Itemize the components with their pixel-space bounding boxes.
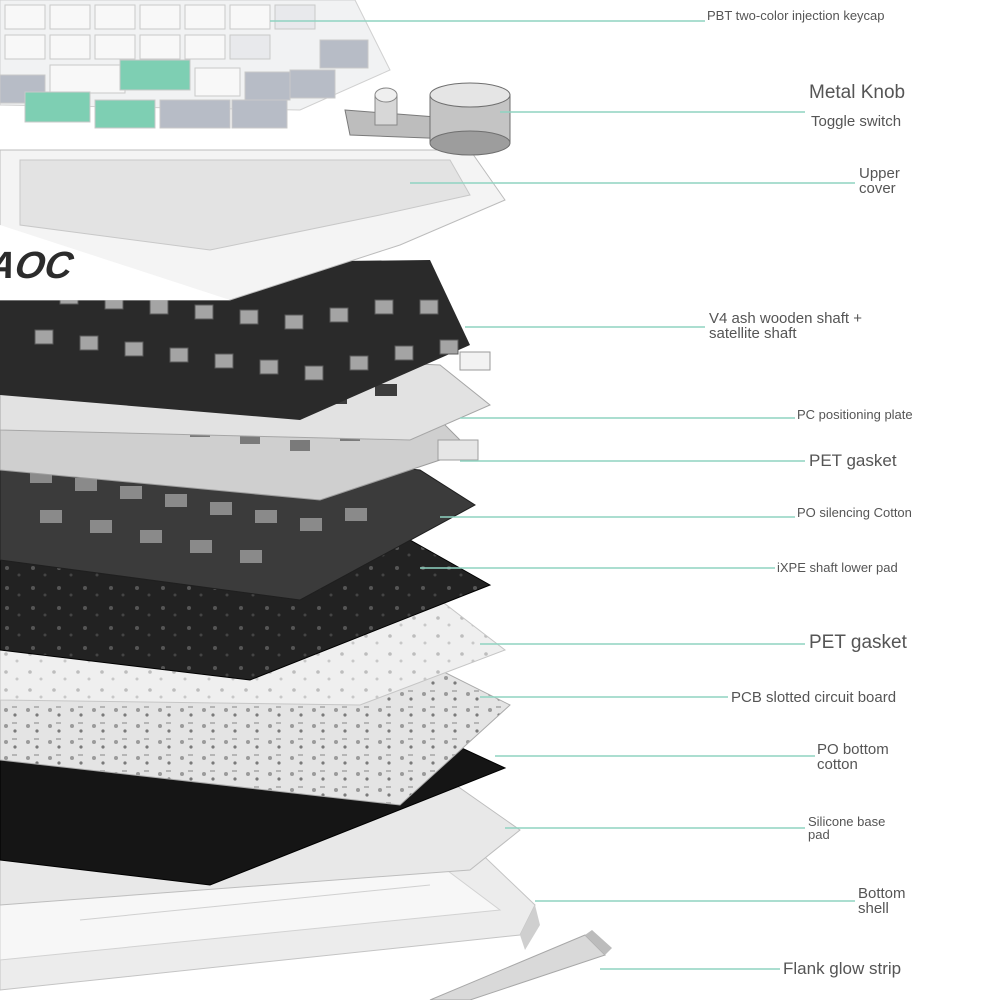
keycaps-part — [0, 0, 391, 129]
label-pet-gasket-upper: PET gasket — [809, 451, 897, 470]
label-bottom-shell: Bottom shell — [858, 885, 906, 917]
label-keycap: PBT two-color injection keycap — [707, 8, 885, 23]
upper-cover-part — [0, 149, 506, 301]
label-pc-plate: PC positioning plate — [797, 407, 913, 422]
label-pet-gasket-lower: PET gasket — [809, 632, 907, 653]
aoc-logo: AOC — [0, 244, 78, 287]
label-pcb: PCB slotted circuit board — [731, 689, 897, 706]
label-upper-cover: Upper cover — [859, 165, 900, 197]
svg-text:AOC: AOC — [0, 244, 78, 287]
label-ixpe-pad: iXPE shaft lower pad — [777, 560, 898, 575]
label-po-bottom-cotton: PO bottom cotton — [817, 741, 889, 773]
label-metal-knob: Metal Knob — [809, 82, 906, 103]
metal-knob-part — [344, 82, 511, 156]
label-flank-glow-strip: Flank glow strip — [783, 959, 902, 978]
label-toggle-switch: Toggle switch — [811, 113, 902, 130]
flank-glow-strip-part — [429, 930, 612, 1000]
label-po-silencing-cotton: PO silencing Cotton — [797, 505, 912, 520]
leader-lines — [270, 20, 855, 970]
label-silicone-pad: Silicone base pad — [808, 814, 886, 842]
label-switches: V4 ash wooden shaft + satellite shaft — [709, 310, 863, 342]
